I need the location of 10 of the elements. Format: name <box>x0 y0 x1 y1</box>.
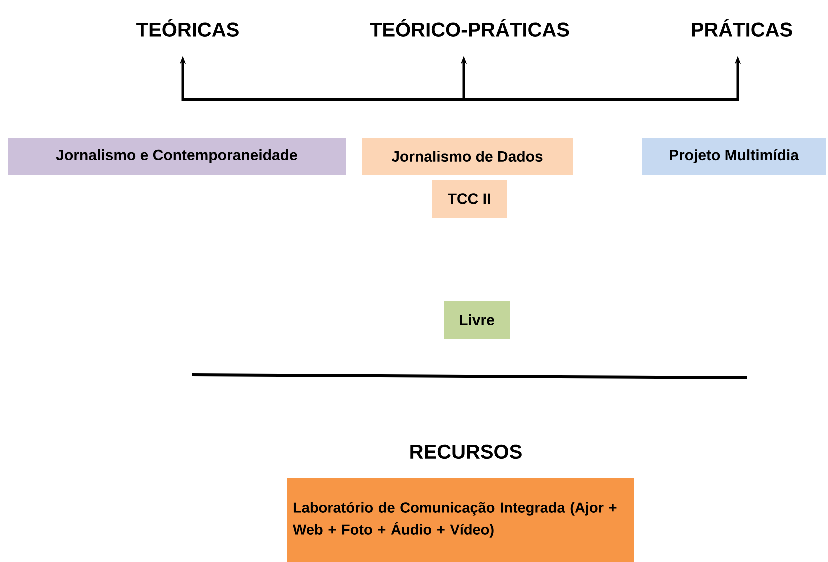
heading: PRÁTICAS <box>692 19 792 37</box>
section-heading: RECURSOS <box>410 444 522 460</box>
heading: TEÓRICO-PRÁTICAS <box>370 19 570 37</box>
course-box: Jornalismo de Dados <box>362 138 573 175</box>
course-box: Projeto Multimídia <box>642 138 826 175</box>
course-box: Jornalismo e Contemporaneidade <box>8 138 346 175</box>
heading: TEÓRICAS <box>136 19 239 37</box>
resource-box: Laboratório de Comunicação Integrada (Ajor + Web + Foto + Áudio + Vídeo) <box>287 478 634 562</box>
course-box: TCC II <box>432 180 507 218</box>
course-box: Livre <box>444 301 510 339</box>
